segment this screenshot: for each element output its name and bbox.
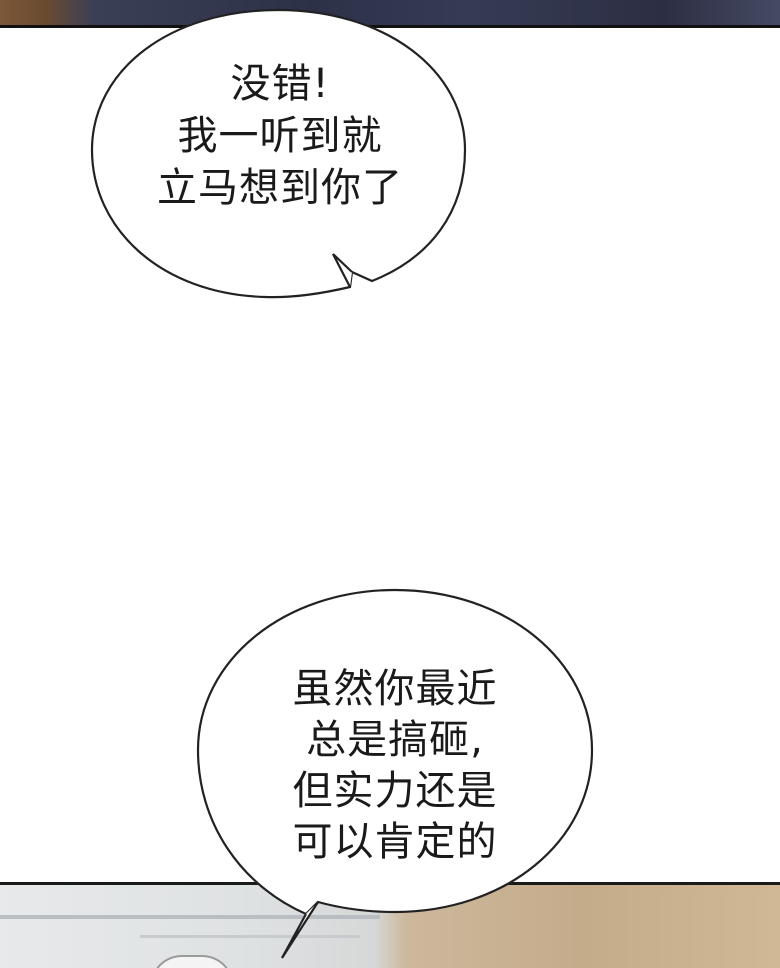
shelf-line (0, 915, 380, 919)
bubble-1-line: 立马想到你了 (157, 165, 403, 211)
bubble-2-line: 总是搞砸, (306, 717, 484, 763)
speech-bubble-2-text: 虽然你最近 总是搞砸, 但实力还是 可以肯定的 (270, 664, 520, 868)
bubble-2-line: 虽然你最近 (292, 666, 498, 712)
bubble-1-line: 没错! (230, 61, 330, 107)
previous-panel-strip (0, 0, 780, 28)
character-head-outline (150, 955, 234, 968)
next-panel-strip (0, 882, 780, 968)
bubble-1-line: 我一听到就 (177, 113, 383, 159)
bubble-2-line: 可以肯定的 (292, 819, 498, 865)
shelf-line-2 (140, 935, 360, 938)
bubble-2-line: 但实力还是 (292, 768, 498, 814)
speech-bubble-1-text: 没错! 我一听到就 立马想到你了 (150, 58, 410, 214)
